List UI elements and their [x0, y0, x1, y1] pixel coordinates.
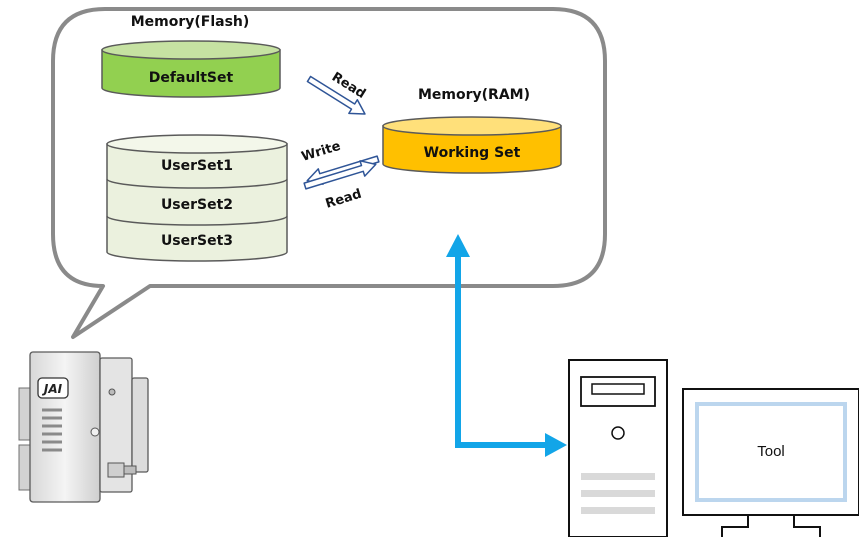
user-set-2-label: UserSet2 — [161, 197, 233, 213]
camera-icon: JAI — [18, 351, 149, 503]
default-set-cylinder: DefaultSet — [101, 40, 281, 98]
read-arrow-user-to-ram — [303, 160, 377, 190]
working-set-cylinder: Working Set — [382, 116, 562, 174]
tool-label: Tool — [757, 443, 785, 460]
user-set-3-label: UserSet3 — [161, 233, 233, 249]
user-set-stack: UserSet1 UserSet2 UserSet3 — [106, 134, 288, 262]
user-set-1-label: UserSet1 — [161, 158, 233, 174]
ram-memory-title: Memory(RAM) — [418, 87, 530, 103]
read-arrow-default-to-ram — [306, 75, 366, 115]
pc-tower-icon — [568, 359, 668, 537]
camera-logo: JAI — [42, 382, 63, 396]
default-set-label: DefaultSet — [149, 70, 234, 86]
working-set-label: Working Set — [424, 145, 521, 161]
flash-memory-title: Memory(Flash) — [131, 14, 250, 30]
monitor-icon: Tool — [682, 388, 859, 537]
connection-arrow — [446, 234, 567, 457]
